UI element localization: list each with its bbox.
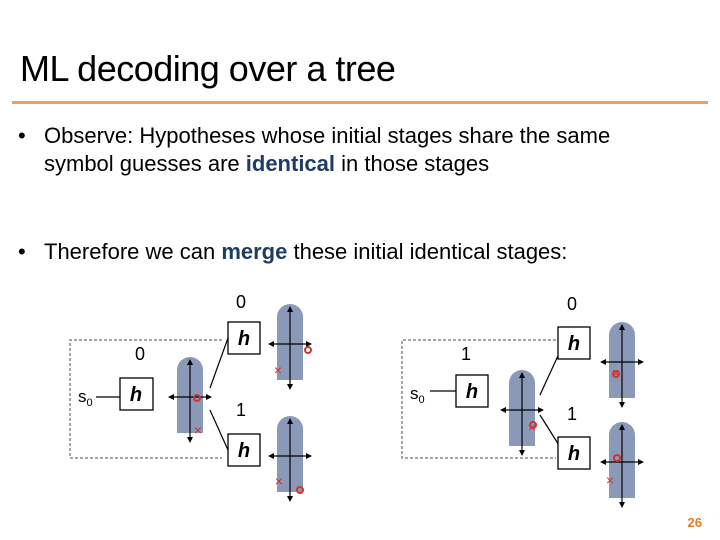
left-marker-o-root [193,394,201,402]
bullet-dot: • [18,123,26,148]
bullet-observe: • Observe: Hypotheses whose initial stag… [18,122,708,182]
right-marker-o-root [529,421,537,429]
right-marker-x-root: × [528,419,536,435]
left-rx-bottom [267,415,313,503]
left-s0-label: s0 [78,387,93,409]
right-marker-x-bottom: × [606,472,614,488]
right-edge-label-top: 0 [567,294,577,314]
left-h-box-top [227,321,261,355]
right-rx-top [599,321,645,409]
bullet-line2-pre: symbol guesses are [44,151,246,176]
left-edge-label-top: 0 [236,292,246,312]
left-edge-label-root: 0 [135,344,145,364]
right-h-label-top: h [568,333,580,355]
left-h-label-top: h [238,328,250,350]
bullet-merge-text: Therefore we can merge these initial ide… [44,238,567,266]
right-tree: × × × s0 h h h 1 0 1 [401,294,645,509]
bullet-merge-pre: Therefore we can [44,239,222,264]
left-h-label-root: h [130,384,142,406]
right-rx-root [499,369,545,457]
left-h-label-bottom: h [238,440,250,462]
bullet-merge: • Therefore we can merge these initial i… [18,238,708,268]
right-h-label-root: h [466,381,478,403]
bullet-merge-post: these initial identical stages: [287,239,568,264]
title-underline [12,101,708,104]
left-h-box-root [119,377,154,411]
left-marker-o-top [304,346,312,354]
bullet-line1: Observe: Hypotheses whose initial stages… [44,123,611,148]
right-h-label-bottom: h [568,443,580,465]
right-marker-x-top: × [612,365,620,381]
right-s0-label: s0 [410,384,425,406]
slide-title: ML decoding over a tree [20,48,396,89]
right-edge-label-bottom: 1 [567,404,577,424]
left-rx-root [167,356,213,444]
left-edge-label-bottom: 1 [236,400,246,420]
left-branch-down [209,409,229,451]
right-edge-label-root: 1 [461,344,471,364]
right-rx-bottom [599,421,645,509]
left-marker-x-bottom: × [275,473,283,489]
left-marker-o-bottom [296,486,304,494]
right-h-box-root [455,374,489,408]
left-branch-up [209,337,229,389]
right-h-box-bottom [557,436,591,470]
right-h-box-top [557,326,591,360]
left-marker-x-top: × [274,362,282,378]
highlight-identical: identical [245,151,336,176]
page-number: 26 [687,515,702,530]
left-h-box-bottom [227,433,261,467]
bullet-line2-post: in those stages [335,151,490,176]
left-tree: × × × s0 h h h 0 0 1 [69,292,313,503]
right-marker-o-top [612,370,620,378]
left-group-box [69,339,222,459]
bullet-line2: symbol guesses are identical in those st… [44,150,489,178]
bullet-dot: • [18,239,26,264]
left-marker-x-root: × [194,422,202,438]
right-marker-o-bottom [613,454,621,462]
right-group-box [401,339,556,459]
highlight-merge: merge [221,239,288,264]
